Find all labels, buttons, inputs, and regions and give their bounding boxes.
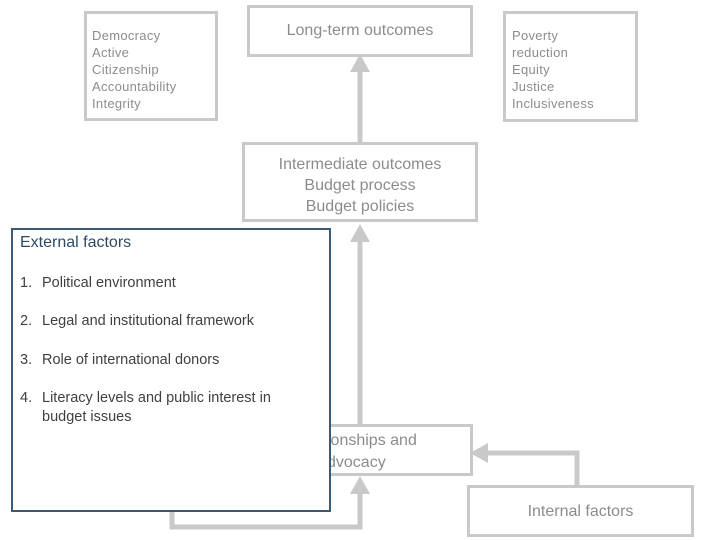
relationships-line: ionships and [327,432,417,449]
long-term-outcomes-label: Long-term outcomes [286,22,434,39]
external-factor-item: 4. Literacy levels and public interest in… [20,389,312,427]
goals-item: Inclusiveness [512,96,594,111]
arrow-external-to-relationships [169,492,363,530]
internal-factors-label: Internal factors [527,503,634,520]
external-factors-panel: External factors 1. Political environment… [11,228,331,512]
external-factor-number: 3. [20,352,33,368]
external-factors-title: External factors [20,234,132,251]
goals-item: Poverty [512,28,559,43]
values-item: Democracy [92,28,161,43]
intermediate-outcomes-line: Budget policies [305,198,415,215]
goals-item: Justice [512,79,555,94]
external-factor-text: Literacy levels and public interest in b… [42,390,271,425]
values-item: Citizenship [92,62,159,77]
goals-item: Equity [512,62,550,77]
external-factor-number: 2. [20,313,33,329]
external-factor-item: 1. Political environment [20,274,312,293]
intermediate-outcomes-title: Intermediate outcomes [278,156,442,173]
intermediate-outcomes-box: Intermediate outcomes Budget process Bud… [242,142,478,222]
values-item: Active [92,45,130,60]
long-term-outcomes-box: Long-term outcomes [247,5,473,57]
external-factor-item: 3. Role of international donors [20,351,312,370]
goals-item: reduction [512,45,569,60]
external-factor-text: Political environment [42,275,176,291]
internal-factors-box: Internal factors [467,485,694,537]
intermediate-outcomes-line: Budget process [304,177,416,194]
values-item: Accountability [92,79,177,94]
arrow-head-internal [470,443,488,463]
external-factor-number: 4. [20,390,33,406]
external-factor-text: Legal and institutional framework [42,313,254,329]
values-item: Integrity [92,96,141,111]
external-factor-item: 2. Legal and institutional framework [20,312,312,331]
goals-box: Poverty reduction Equity Justice Inclusi… [503,11,638,122]
external-factor-text: Role of international donors [42,352,220,368]
arrow-head-long-term [350,54,370,72]
relationships-line: dvocacy [327,454,386,471]
arrow-head-intermediate [350,224,370,242]
arrow-internal-to-relationships [485,450,580,486]
arrow-head-external [350,476,370,494]
values-box: Democracy Active Citizenship Accountabil… [84,11,218,121]
external-factor-number: 1. [20,275,33,291]
